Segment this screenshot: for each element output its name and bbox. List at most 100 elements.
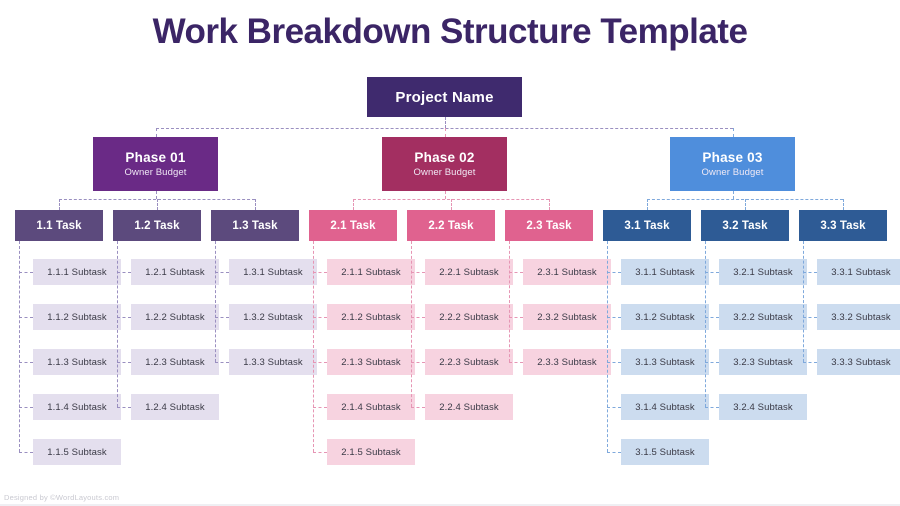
connector-task-2-2-down	[451, 199, 452, 210]
task-node-2-2[interactable]: 2.2 Task	[407, 210, 495, 241]
connector-task-2-3-down	[549, 199, 550, 210]
subtask-node-1-2-2[interactable]: 1.2.2 Subtask	[131, 304, 219, 330]
subtask-1-3-3-label: 1.3.3 Subtask	[243, 356, 303, 368]
task-3-1-label: 3.1 Task	[624, 219, 670, 232]
connector-stub-1-2-4	[117, 407, 131, 408]
subtask-node-1-3-2[interactable]: 1.3.2 Subtask	[229, 304, 317, 330]
subtask-node-3-1-4[interactable]: 3.1.4 Subtask	[621, 394, 709, 420]
connector-root-bus	[155, 128, 733, 129]
subtask-2-1-1-label: 2.1.1 Subtask	[341, 266, 401, 278]
task-node-1-1[interactable]: 1.1 Task	[15, 210, 103, 241]
subtask-node-2-3-3[interactable]: 2.3.3 Subtask	[523, 349, 611, 375]
connector-stub-2-3-2	[509, 317, 523, 318]
connector-task-3-2-down	[745, 199, 746, 210]
subtask-node-1-2-3[interactable]: 1.2.3 Subtask	[131, 349, 219, 375]
subtask-2-1-3-label: 2.1.3 Subtask	[341, 356, 401, 368]
task-node-3-3[interactable]: 3.3 Task	[799, 210, 887, 241]
subtask-node-1-1-2[interactable]: 1.1.2 Subtask	[33, 304, 121, 330]
connector-stub-1-2-1	[117, 272, 131, 273]
subtask-node-1-1-1[interactable]: 1.1.1 Subtask	[33, 259, 121, 285]
connector-stub-2-2-4	[411, 407, 425, 408]
subtask-2-3-2-label: 2.3.2 Subtask	[537, 311, 597, 323]
connector-root-down	[444, 117, 446, 128]
subtask-node-1-3-1[interactable]: 1.3.1 Subtask	[229, 259, 317, 285]
task-1-3-label: 1.3 Task	[232, 219, 278, 232]
subtask-node-2-1-1[interactable]: 2.1.1 Subtask	[327, 259, 415, 285]
connector-stub-2-1-3	[313, 362, 327, 363]
subtask-node-1-2-4[interactable]: 1.2.4 Subtask	[131, 394, 219, 420]
connector-spine-1-3	[215, 241, 216, 362]
subtask-2-2-4-label: 2.2.4 Subtask	[439, 401, 499, 413]
subtask-3-2-1-label: 3.2.1 Subtask	[733, 266, 793, 278]
subtask-node-2-2-3[interactable]: 2.2.3 Subtask	[425, 349, 513, 375]
subtask-node-3-1-1[interactable]: 3.1.1 Subtask	[621, 259, 709, 285]
project-root-label: Project Name	[395, 88, 494, 106]
footer-credit: Designed by ©WordLayouts.com	[4, 493, 120, 502]
subtask-2-2-1-label: 2.2.1 Subtask	[439, 266, 499, 278]
connector-phase-2-to-tasks	[444, 191, 446, 199]
connector-task-2-1-down	[353, 199, 354, 210]
subtask-node-3-2-4[interactable]: 3.2.4 Subtask	[719, 394, 807, 420]
page-title: Work Breakdown Structure Template	[152, 12, 748, 51]
subtask-1-1-5-label: 1.1.5 Subtask	[47, 446, 107, 458]
subtask-node-2-1-3[interactable]: 2.1.3 Subtask	[327, 349, 415, 375]
subtask-3-1-3-label: 3.1.3 Subtask	[635, 356, 695, 368]
subtask-1-2-1-label: 1.2.1 Subtask	[145, 266, 205, 278]
connector-task-1-2-down	[157, 199, 158, 210]
phase-2-sublabel: Owner Budget	[413, 167, 476, 178]
subtask-3-1-1-label: 3.1.1 Subtask	[635, 266, 695, 278]
connector-spine-3-1	[607, 241, 608, 452]
subtask-node-2-2-1[interactable]: 2.2.1 Subtask	[425, 259, 513, 285]
subtask-node-3-1-3[interactable]: 3.1.3 Subtask	[621, 349, 709, 375]
task-node-3-1[interactable]: 3.1 Task	[603, 210, 691, 241]
connector-stub-2-1-4	[313, 407, 327, 408]
connector-stub-2-3-1	[509, 272, 523, 273]
subtask-node-2-2-4[interactable]: 2.2.4 Subtask	[425, 394, 513, 420]
project-root-node[interactable]: Project Name	[367, 77, 522, 117]
subtask-2-1-2-label: 2.1.2 Subtask	[341, 311, 401, 323]
subtask-node-3-3-3[interactable]: 3.3.3 Subtask	[817, 349, 900, 375]
subtask-node-2-3-2[interactable]: 2.3.2 Subtask	[523, 304, 611, 330]
subtask-node-1-2-1[interactable]: 1.2.1 Subtask	[131, 259, 219, 285]
subtask-node-2-1-2[interactable]: 2.1.2 Subtask	[327, 304, 415, 330]
subtask-node-3-2-3[interactable]: 3.2.3 Subtask	[719, 349, 807, 375]
task-2-3-label: 2.3 Task	[526, 219, 572, 232]
connector-phase-1-to-tasks	[155, 191, 157, 199]
subtask-3-3-2-label: 3.3.2 Subtask	[831, 311, 891, 323]
subtask-node-3-3-1[interactable]: 3.3.1 Subtask	[817, 259, 900, 285]
task-node-2-3[interactable]: 2.3 Task	[505, 210, 593, 241]
connector-spine-3-2	[705, 241, 706, 407]
subtask-node-3-3-2[interactable]: 3.3.2 Subtask	[817, 304, 900, 330]
task-node-1-2[interactable]: 1.2 Task	[113, 210, 201, 241]
subtask-node-2-1-5[interactable]: 2.1.5 Subtask	[327, 439, 415, 465]
connector-stub-3-1-1	[607, 272, 621, 273]
task-3-2-label: 3.2 Task	[722, 219, 768, 232]
subtask-node-1-1-3[interactable]: 1.1.3 Subtask	[33, 349, 121, 375]
subtask-2-1-5-label: 2.1.5 Subtask	[341, 446, 401, 458]
task-node-2-1[interactable]: 2.1 Task	[309, 210, 397, 241]
subtask-node-1-1-4[interactable]: 1.1.4 Subtask	[33, 394, 121, 420]
subtask-node-3-1-5[interactable]: 3.1.5 Subtask	[621, 439, 709, 465]
task-2-2-label: 2.2 Task	[428, 219, 474, 232]
subtask-node-2-3-1[interactable]: 2.3.1 Subtask	[523, 259, 611, 285]
subtask-node-2-2-2[interactable]: 2.2.2 Subtask	[425, 304, 513, 330]
connector-stub-1-1-5	[19, 452, 33, 453]
task-node-3-2[interactable]: 3.2 Task	[701, 210, 789, 241]
subtask-1-1-1-label: 1.1.1 Subtask	[47, 266, 107, 278]
subtask-2-1-4-label: 2.1.4 Subtask	[341, 401, 401, 413]
subtask-1-1-3-label: 1.1.3 Subtask	[47, 356, 107, 368]
subtask-node-3-2-2[interactable]: 3.2.2 Subtask	[719, 304, 807, 330]
phase-1-sublabel: Owner Budget	[124, 167, 187, 178]
subtask-node-1-1-5[interactable]: 1.1.5 Subtask	[33, 439, 121, 465]
connector-stub-3-1-3	[607, 362, 621, 363]
connector-stub-3-1-2	[607, 317, 621, 318]
subtask-node-3-1-2[interactable]: 3.1.2 Subtask	[621, 304, 709, 330]
subtask-node-2-1-4[interactable]: 2.1.4 Subtask	[327, 394, 415, 420]
task-node-1-3[interactable]: 1.3 Task	[211, 210, 299, 241]
subtask-node-3-2-1[interactable]: 3.2.1 Subtask	[719, 259, 807, 285]
subtask-1-3-1-label: 1.3.1 Subtask	[243, 266, 303, 278]
subtask-node-1-3-3[interactable]: 1.3.3 Subtask	[229, 349, 317, 375]
